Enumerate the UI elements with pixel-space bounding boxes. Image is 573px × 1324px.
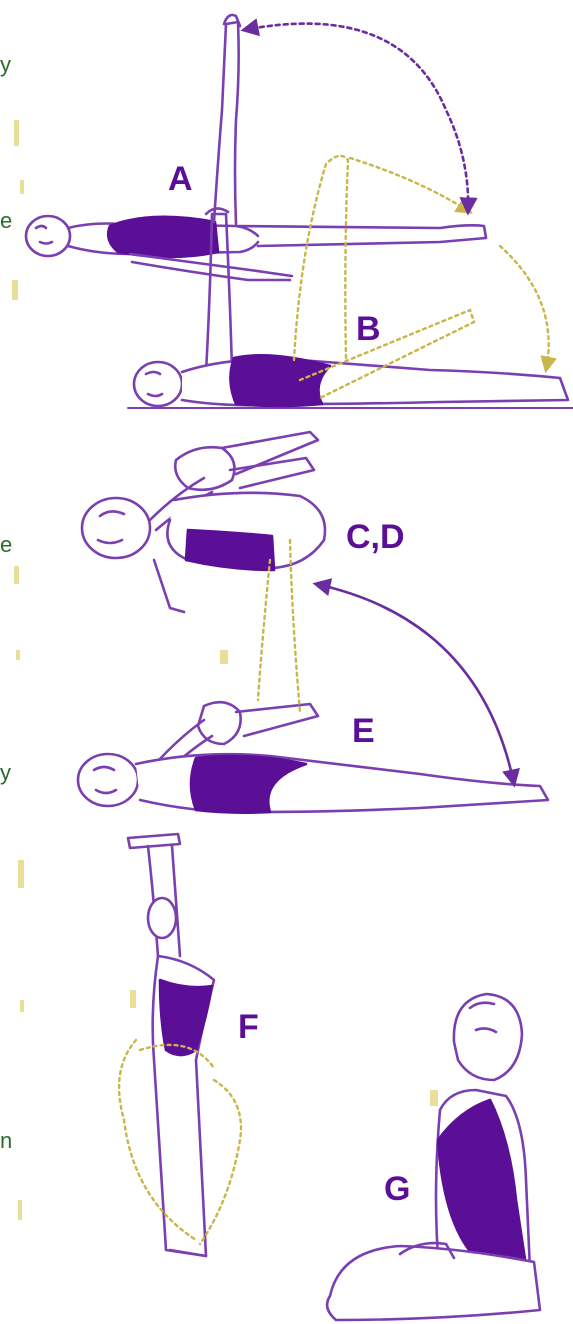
edge-text-fragment: y <box>0 52 11 77</box>
leotard <box>186 530 274 570</box>
figure-e <box>78 702 548 813</box>
leotard <box>230 355 330 406</box>
edge-text-fragment: y <box>0 760 11 785</box>
figure-a <box>26 15 486 280</box>
arc-arrow-a <box>244 24 468 212</box>
figure-label-f: F <box>238 1008 259 1046</box>
edge-text-fragment: e <box>0 532 12 557</box>
figure-label-b: B <box>356 310 381 348</box>
figure-label-a: A <box>168 160 193 198</box>
figure-label-g: G <box>384 1170 410 1208</box>
movement-path <box>350 158 470 212</box>
figure-label-e: E <box>352 712 375 750</box>
movement-path <box>294 156 348 360</box>
edge-text-fragment: e <box>0 208 12 233</box>
leotard <box>108 217 218 257</box>
arc-arrow-e <box>316 584 514 784</box>
background-speckles <box>12 120 438 1220</box>
edge-text-fragment: n <box>0 1128 12 1153</box>
figure-g <box>327 994 540 1320</box>
figure-c-d <box>82 432 325 612</box>
movement-path <box>500 246 549 370</box>
figure-label-c-d: C,D <box>346 518 405 556</box>
